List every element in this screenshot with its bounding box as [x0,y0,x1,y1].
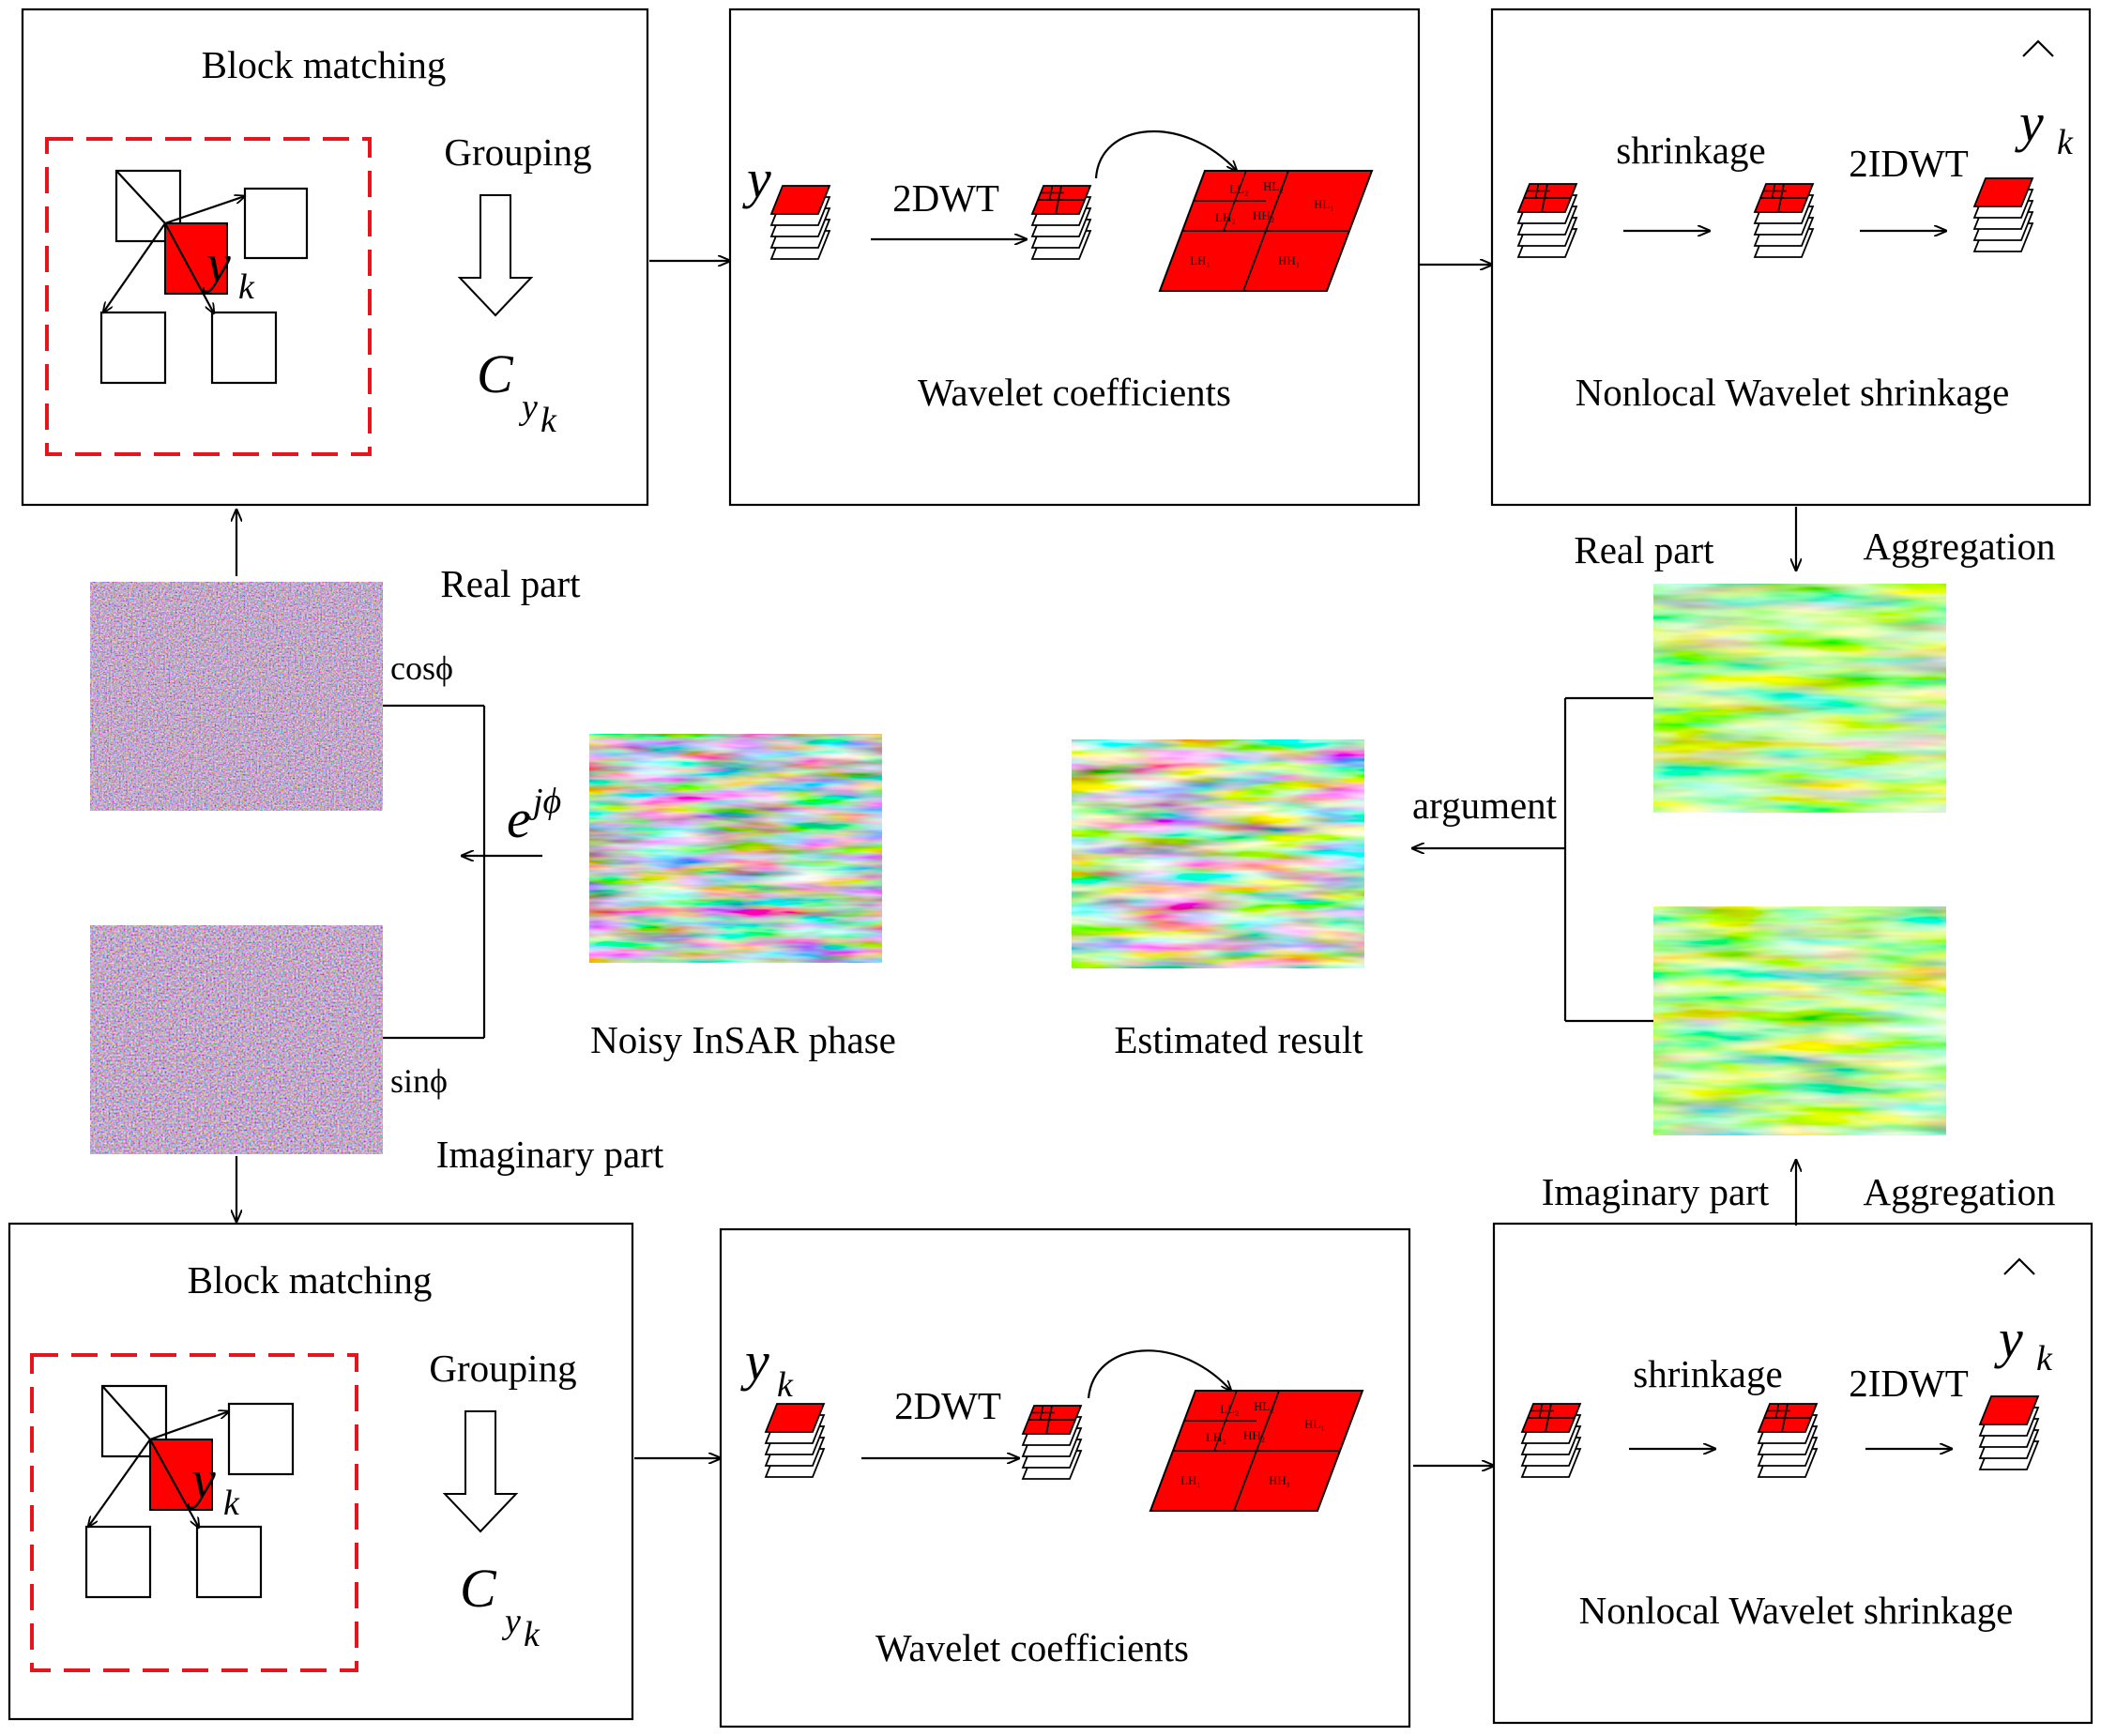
svg-text:y: y [518,388,538,427]
bottom-c-yk-symbol: C [460,1558,497,1619]
top-candidate-block [99,311,167,385]
top-candidate-block [114,169,182,243]
top-subband-tile: LL₂ HL₂ LH₂ HH₂ HL₁ LH₁ HH₁ [1158,170,1374,292]
bottom-candidate-block [227,1402,295,1476]
top-wavelet-panel: y k 2DWT LL₂ HL₂ LH₂ HH₂ HL₁ LH₁ HH₁ Wav… [728,8,1421,507]
imaginary-part-noisy-image [90,925,383,1154]
left-imaginary-part-label: Imaginary part [436,1133,664,1176]
bottom-wavelet-coefficients-label: Wavelet coefficients [875,1626,1189,1669]
top-shrinkage-panel: shrinkage 2IDWT y k Nonlocal Wavelet shr… [1490,8,2092,507]
svg-text:HH₁: HH₁ [1269,1473,1290,1487]
bottom-subband-tile: LL₂ HL₂ LH₂ HH₂ HL₁ LH₁ HH₁ [1149,1390,1364,1512]
svg-text:LH₂: LH₂ [1215,210,1236,224]
top-grouping-arrow [457,194,534,317]
bottom-candidate-block [100,1384,168,1458]
svg-text:LL₂: LL₂ [1229,182,1248,196]
top-block-matching-title: Block matching [202,43,447,86]
bottom-candidate-block [195,1525,263,1599]
top-grouping-label: Grouping [444,130,591,174]
sin-phi-label: sinϕ [390,1062,448,1100]
top-candidate-block [243,187,309,260]
svg-text:k: k [2036,1339,2053,1378]
svg-text:k: k [238,267,255,307]
bottom-shrinkage-label: shrinkage [1633,1352,1782,1395]
top-block-matching-panel: Block matching y k Grouping C y k [21,8,649,507]
svg-text:jϕ: jϕ [528,782,561,821]
top-wavelet-yk: y [742,148,771,209]
bottom-yk-symbol: y [187,1449,216,1510]
top-yk-symbol: y [202,233,231,294]
svg-text:HH₁: HH₁ [1278,253,1300,267]
svg-text:k: k [540,401,557,440]
bottom-grouping-arrow [442,1410,519,1533]
noisy-insar-phase-label: Noisy InSAR phase [590,1018,896,1061]
top-idwt-label: 2IDWT [1849,142,1969,185]
left-real-part-label: Real part [440,562,581,605]
top-nonlocal-shrinkage-label: Nonlocal Wavelet shrinkage [1576,371,2010,414]
cos-phi-label: cosϕ [390,649,453,687]
estimated-result-label: Estimated result [1114,1018,1363,1061]
noisy-insar-phase-image [589,734,882,963]
bottom-aggregation-label: Aggregation [1864,1170,2056,1213]
top-dwt-label: 2DWT [892,176,999,220]
real-part-noisy-image [90,582,383,811]
bottom-grouping-label: Grouping [429,1347,576,1390]
svg-text:k: k [524,1615,540,1654]
bottom-nonlocal-shrinkage-label: Nonlocal Wavelet shrinkage [1579,1589,2014,1632]
svg-text:HL₁: HL₁ [1314,197,1334,211]
svg-text:HL₂: HL₂ [1263,179,1284,193]
bottom-yk-hat-symbol: y [1994,1308,2023,1369]
bottom-dwt-label: 2DWT [894,1384,1001,1427]
bottom-block-matching-panel: Block matching y k Grouping C y k [8,1222,634,1721]
svg-text:HH₂: HH₂ [1243,1428,1265,1442]
svg-text:HL₁: HL₁ [1304,1417,1325,1431]
bottom-search-window [30,1353,358,1672]
bottom-shrinkage-panel: shrinkage 2IDWT y k Nonlocal Wavelet shr… [1492,1222,2093,1725]
top-search-window [45,137,372,456]
bottom-candidate-block [84,1525,152,1599]
svg-text:HL₂: HL₂ [1254,1399,1274,1413]
imaginary-part-denoised-image [1653,906,1946,1135]
svg-text:LL₂: LL₂ [1220,1402,1239,1416]
bottom-block-matching-title: Block matching [188,1258,433,1302]
bottom-wavelet-panel: y k 2DWT LL₂ HL₂ LH₂ HH₂ HL₁ LH₁ HH₁ Wav… [719,1227,1411,1728]
top-wavelet-coefficients-label: Wavelet coefficients [918,371,1231,414]
svg-text:k: k [2057,123,2074,162]
euler-phase-label: e [507,788,531,849]
svg-text:y: y [501,1602,521,1641]
svg-text:LH₁: LH₁ [1180,1473,1201,1487]
top-shrinkage-label: shrinkage [1616,129,1765,172]
real-part-denoised-image [1653,584,1946,813]
right-imaginary-part-label: Imaginary part [1542,1170,1770,1213]
svg-text:LH₁: LH₁ [1190,253,1210,267]
estimated-result-image [1072,739,1364,968]
svg-text:LH₂: LH₂ [1206,1430,1226,1444]
right-real-part-label: Real part [1574,528,1714,571]
bottom-wavelet-yk: y [740,1331,769,1392]
bottom-reference-block [149,1439,213,1511]
top-candidate-block [210,311,278,385]
bottom-idwt-label: 2IDWT [1849,1362,1969,1405]
top-c-yk-symbol: C [477,343,514,404]
top-yk-hat-symbol: y [2015,92,2044,153]
svg-text:HH₂: HH₂ [1253,208,1274,222]
argument-label: argument [1412,784,1558,827]
svg-text:k: k [223,1484,240,1523]
top-aggregation-label: Aggregation [1864,525,2056,568]
svg-text:k: k [777,1365,794,1405]
